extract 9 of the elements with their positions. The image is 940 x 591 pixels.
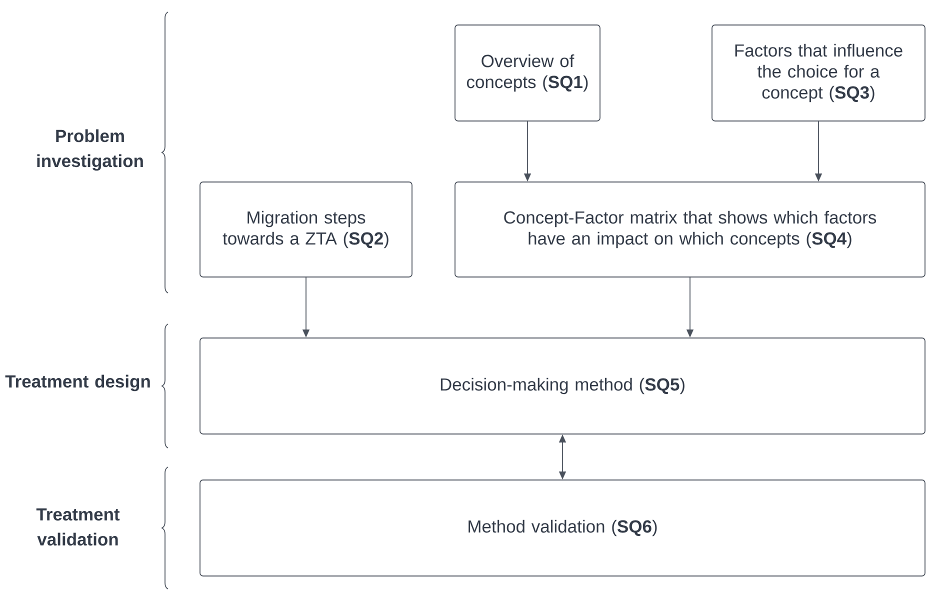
- process-box: Concept-Factor matrix that shows which factors have an impact on which concepts (SQ4): [454, 182, 926, 278]
- process-box: Migration steps towards a ZTA (SQ2): [200, 182, 412, 278]
- phase-label: Problem investigation: [37, 129, 143, 171]
- process-box: Factors that influence the choice for a concept (SQ3): [712, 24, 926, 122]
- process-box: Method validation (SQ6): [200, 480, 926, 576]
- phase-label: Treatment validation: [36, 508, 120, 546]
- process-box: Overview of concepts (SQ1): [454, 24, 600, 122]
- phase-label: Treatment design: [5, 374, 150, 392]
- process-box: Decision-making method (SQ5): [200, 338, 926, 434]
